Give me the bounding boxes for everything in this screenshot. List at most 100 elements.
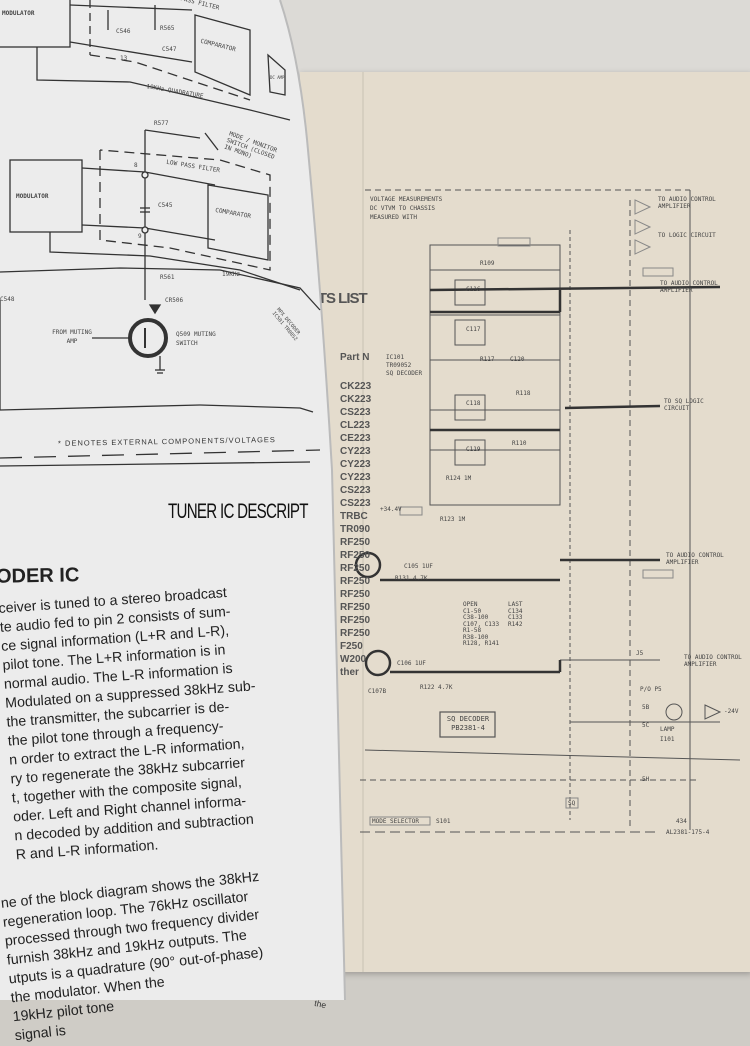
component-label: R131 4.7K <box>395 575 428 582</box>
text-line: W200 <box>340 654 367 665</box>
left-schematic <box>0 0 321 467</box>
pin-label: J5 <box>636 650 644 657</box>
component-label: C106 1UF <box>397 660 426 667</box>
open-list: OPEN C1-50 C38-100 C107, C133 R1-58 R38-… <box>463 601 500 648</box>
text-line: RF250 <box>340 550 371 561</box>
note-line: VOLTAGE MEASUREMENTS <box>370 196 443 203</box>
parts-column-header: Part N <box>340 352 370 363</box>
ref: SQ DECODER <box>386 370 423 377</box>
muting-switch-label: Q509 MUTING SWITCH <box>176 331 216 347</box>
component-label: C548 <box>0 296 15 303</box>
text-line: CS223 <box>340 498 371 509</box>
pin-label: 5C <box>642 722 650 729</box>
sub-heading: ODER IC <box>0 564 80 588</box>
text-line: CY223 <box>340 459 371 470</box>
sq-decoder-box: SQ DECODER PB2381-4 <box>443 715 493 733</box>
dc-amp-label: DC AMP <box>270 75 285 80</box>
component-label: R109 <box>480 260 495 267</box>
component-label: C105 1UF <box>404 563 433 570</box>
transistor-tr2-icon <box>364 649 392 677</box>
open-item: C1-50 <box>463 607 482 615</box>
pin-label: 13 <box>120 55 128 62</box>
right-page <box>300 72 750 972</box>
component-label: C119 <box>466 446 481 453</box>
open-item: R1-58 <box>463 627 482 634</box>
text-line: TRBC <box>340 511 368 522</box>
last-list: LAST C134 C133 R142 <box>508 601 523 628</box>
text-line: RF250 <box>340 537 371 548</box>
switch-ref: S101 <box>436 818 451 825</box>
text-line: CK223 <box>340 394 372 405</box>
text-line: RF250 <box>340 589 371 600</box>
page-number: 434 <box>676 818 687 825</box>
last-title: LAST <box>508 601 523 608</box>
last-item: C133 <box>508 614 523 621</box>
text-line: CY223 <box>340 446 371 457</box>
note-line: DC VTVM TO CHASSIS <box>370 205 436 212</box>
ref: IC101 <box>386 354 405 361</box>
from-muting-amp-label: FROM MUTING AMP <box>52 329 92 345</box>
supply-voltage: +34.4V <box>380 506 402 513</box>
open-item: R38-100 <box>463 633 489 641</box>
text-line: CE223 <box>340 433 371 444</box>
output-label: TO LOGIC CIRCUIT <box>658 232 716 239</box>
component-label: R565 <box>160 25 175 32</box>
text-line: ther <box>340 667 359 678</box>
modulator-label: MODULATOR <box>2 10 35 17</box>
text-line: CL223 <box>340 420 371 431</box>
text-line: RF250 <box>340 563 371 574</box>
parts-list-title: RTS LIST <box>308 290 368 307</box>
last-item: R142 <box>508 620 523 628</box>
open-item: C38-100 <box>463 614 489 621</box>
output-label: TO SQ LOGIC CIRCUIT <box>664 398 704 412</box>
decoder-refs: IC101 TR09052 SQ DECODER <box>386 354 422 378</box>
open-title: OPEN <box>463 601 478 608</box>
modulator-label: MODULATOR <box>16 193 49 200</box>
pin-label: 9 <box>138 233 142 240</box>
text-line: RF250 <box>340 628 371 639</box>
pin-label: 8 <box>134 162 138 169</box>
pin-label: 5H <box>642 776 650 783</box>
component-label: C117 <box>466 326 481 333</box>
component-label: C547 <box>162 46 177 53</box>
component-label: C546 <box>116 28 131 35</box>
output-label: TO AUDIO CONTROL AMPLIFIER <box>660 280 718 294</box>
component-label: R577 <box>154 120 169 127</box>
component-label: R124 1M <box>446 475 472 482</box>
output-label: TO AUDIO CONTROL AMPLIFIER <box>658 196 716 210</box>
text-line: CK223 <box>340 381 372 392</box>
sq-label: SQ <box>568 800 576 807</box>
connector-label: P/O P5 <box>640 686 662 693</box>
page-spine <box>362 72 364 972</box>
voltage-notes: VOLTAGE MEASUREMENTS DC VTVM TO CHASSIS … <box>370 195 442 222</box>
component-label: C120 <box>510 356 525 363</box>
ref: TR09052 <box>386 362 412 369</box>
last-item: C134 <box>508 607 523 615</box>
open-item: R128, R141 <box>463 640 500 647</box>
text-line: F250 <box>340 641 363 652</box>
transistor-tr1-icon <box>354 551 382 579</box>
text-line: CY223 <box>340 472 371 483</box>
text-line: RF250 <box>340 602 371 613</box>
component-label: R123 1M <box>440 516 466 523</box>
component-label: R110 <box>512 440 527 447</box>
component-label: R118 <box>516 390 531 397</box>
pin-label: 5B <box>642 704 650 711</box>
decoder-title: SQ DECODER <box>446 715 490 723</box>
component-label: R561 <box>160 274 175 281</box>
component-label: C116 <box>466 286 481 293</box>
mode-selector-label: MODE SELECTOR <box>372 818 419 825</box>
lamp-label: LAMP <box>660 726 675 733</box>
note-line: MEASURED WITH <box>370 214 417 221</box>
component-label: R122 4.7K <box>420 684 453 691</box>
text-line: CS223 <box>340 485 371 496</box>
component-label: C545 <box>158 202 173 209</box>
lamp-ref: I101 <box>660 736 675 743</box>
text-line: TR090 <box>340 524 371 535</box>
component-label: R117 <box>480 356 495 363</box>
left-page <box>0 0 346 1000</box>
component-label: C107B <box>368 688 387 695</box>
